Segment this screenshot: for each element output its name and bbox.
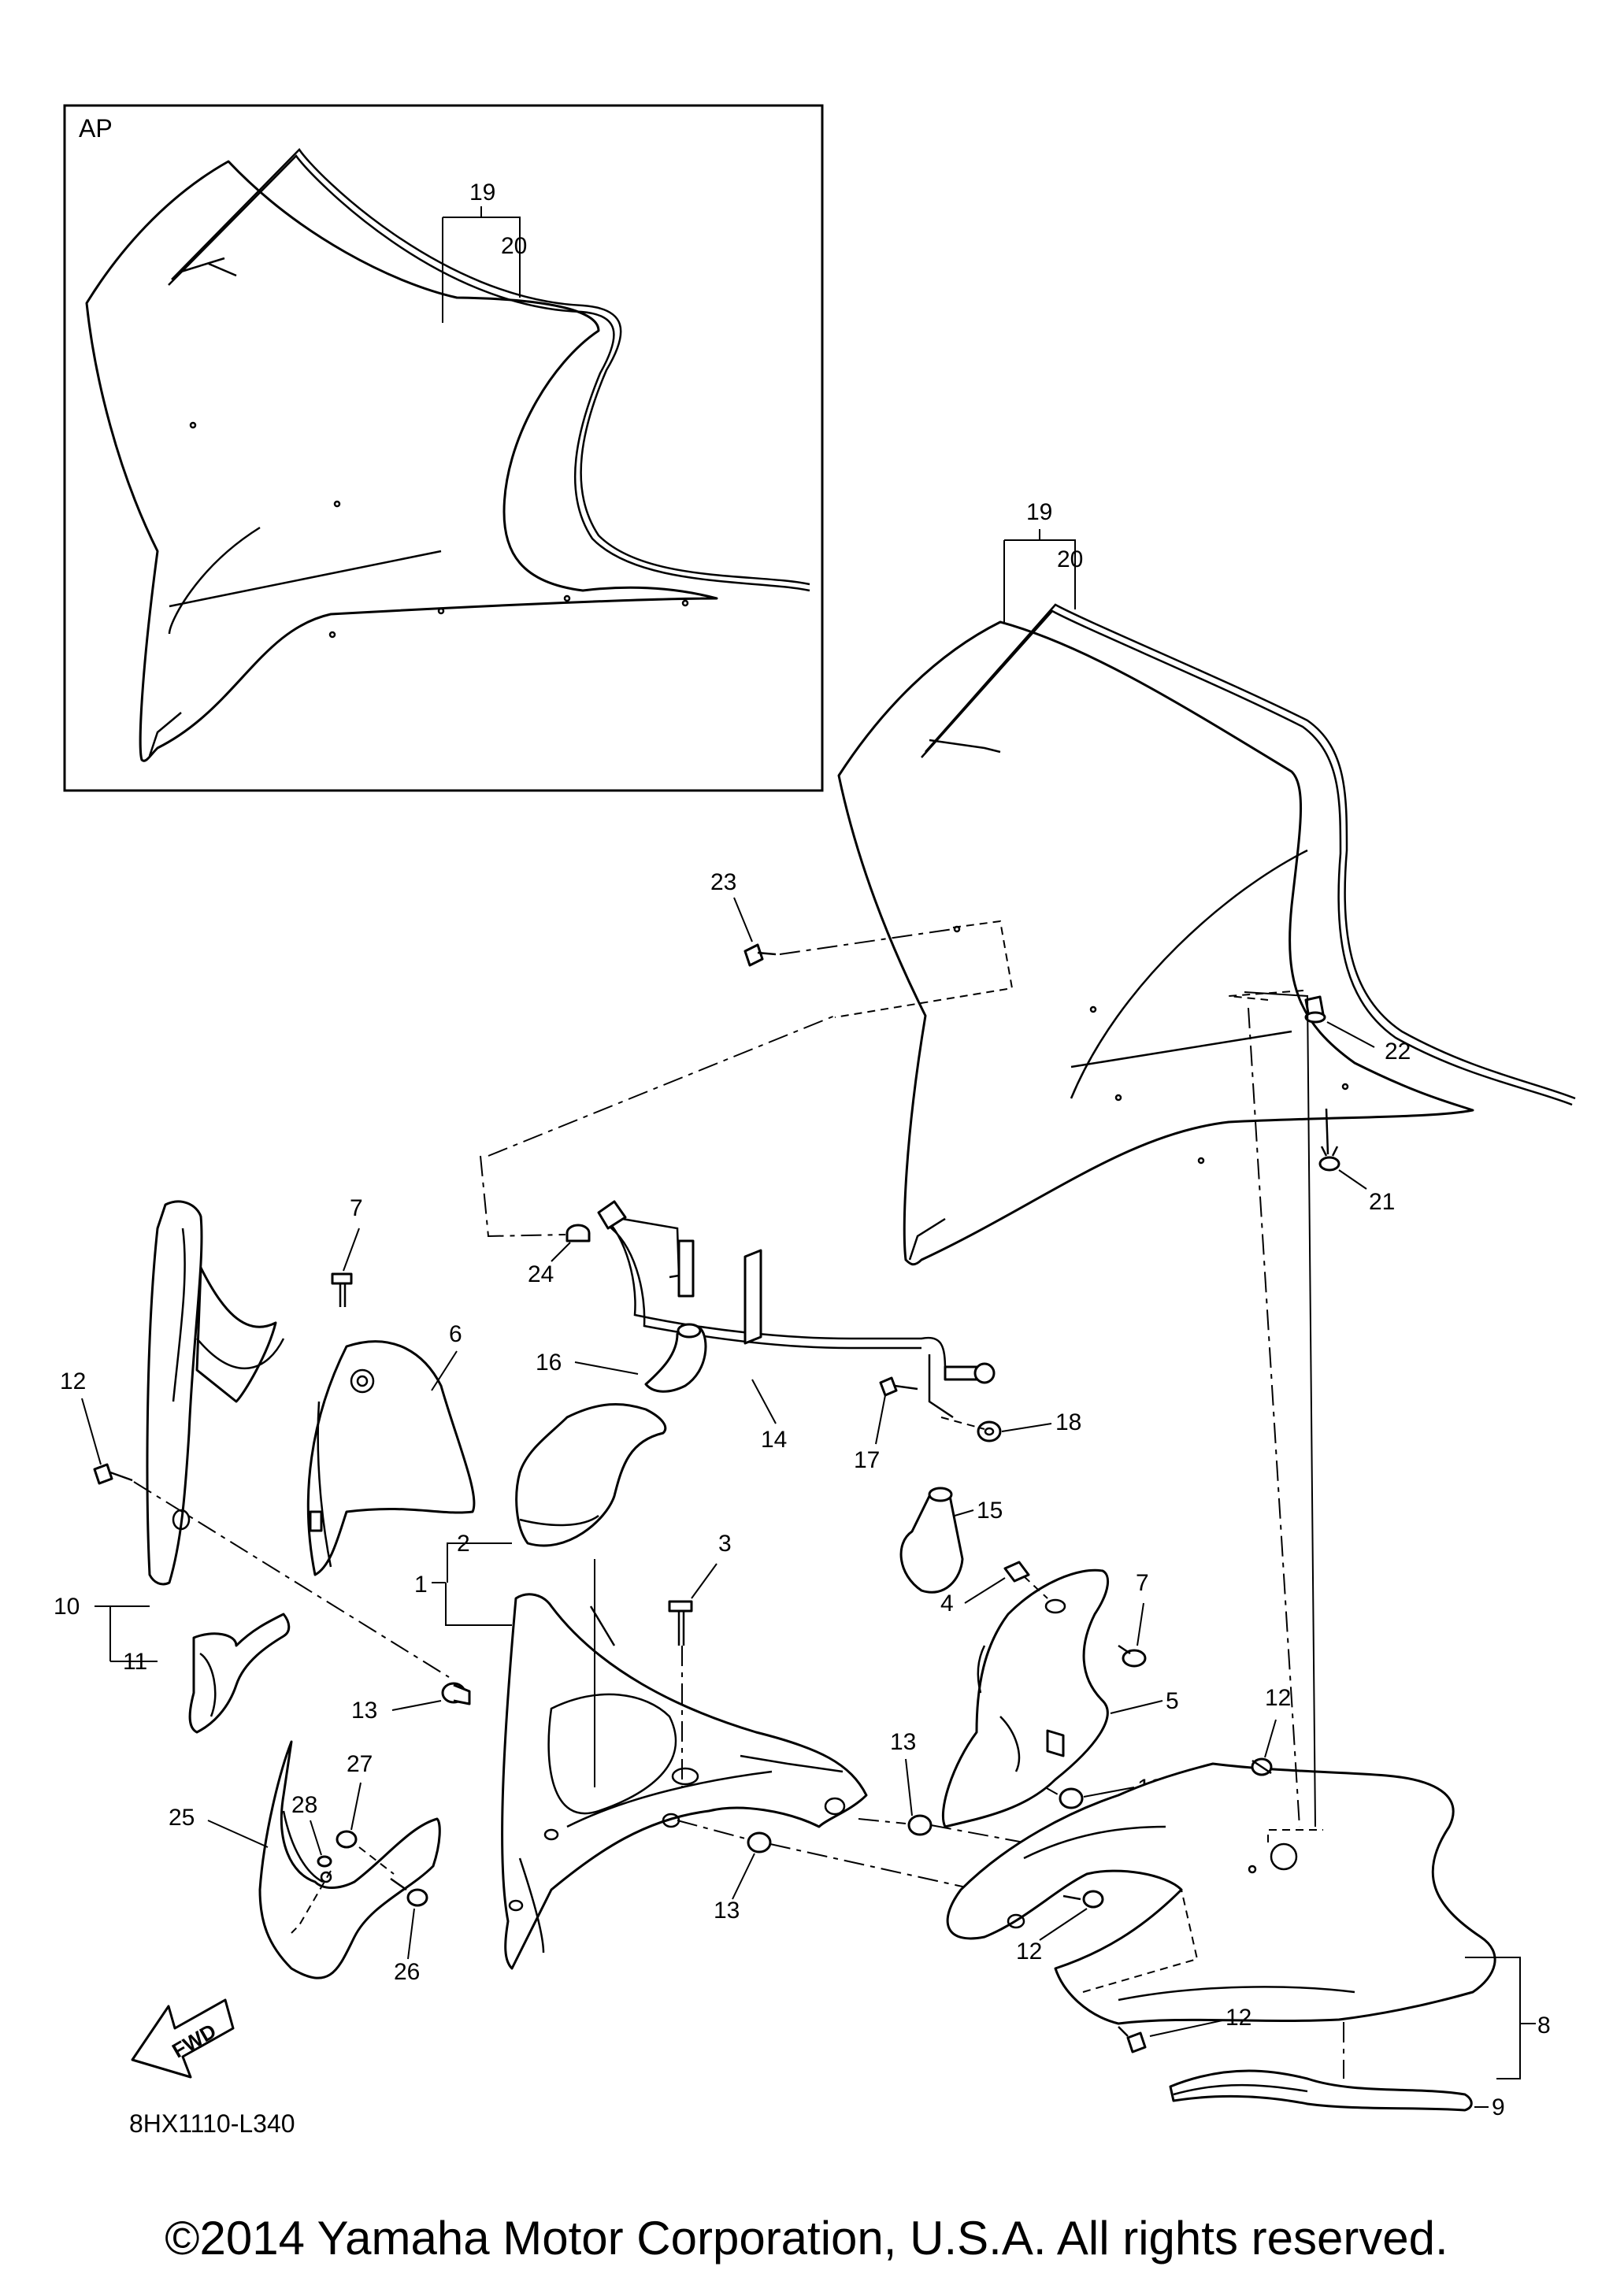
label-6: 6	[449, 1321, 462, 1347]
label-12-left: 12	[60, 1368, 86, 1394]
drawing-code: 8HX1110-L340	[129, 2109, 295, 2138]
label-13d: 13	[714, 1898, 740, 1924]
label-10: 10	[54, 1594, 80, 1620]
seal-9: 9	[1169, 2069, 1505, 2120]
screw-12-left: 12	[60, 1368, 450, 1678]
grommet-13a: 13	[351, 1682, 471, 1724]
screw-23: 23	[710, 869, 1014, 1018]
label-20: 20	[1057, 546, 1083, 572]
damper-15: 15	[899, 1487, 1003, 1594]
inner-panel-10: 10	[54, 1200, 285, 1662]
inset-ap: AP 19 20	[63, 104, 824, 792]
screw-21: 21	[1318, 1108, 1395, 1215]
inner-cover-2: 2	[447, 1403, 667, 1583]
copyright-notice: ©2014 Yamaha Motor Corporation, U.S.A. A…	[165, 2212, 1448, 2265]
screw-12-lower: 12	[1118, 2005, 1251, 2053]
label-12-mid: 12	[1016, 1939, 1042, 1965]
label-22: 22	[1385, 1039, 1411, 1065]
label-13a: 13	[351, 1698, 377, 1724]
label-19: 19	[1026, 499, 1052, 525]
label-24: 24	[528, 1261, 554, 1287]
label-17: 17	[854, 1447, 880, 1473]
label-7-lower: 7	[1136, 1570, 1149, 1596]
fwd-arrow: FWD	[131, 1998, 235, 2079]
label-12-upper-right: 12	[1265, 1685, 1291, 1711]
label-28: 28	[291, 1792, 317, 1818]
label-8: 8	[1537, 2013, 1551, 2039]
inner-cover-5: 5	[941, 1568, 1179, 1828]
label-5: 5	[1166, 1688, 1179, 1714]
windscreen	[837, 620, 1474, 1266]
side-cover-6: 6	[306, 1321, 476, 1576]
label-20-inset: 20	[501, 233, 527, 259]
inset-tag: AP	[79, 114, 113, 143]
screw-26: 26	[358, 1846, 428, 1985]
grommet-13b: 13	[858, 1729, 1025, 1843]
label-3: 3	[718, 1531, 732, 1557]
label-13b: 13	[890, 1729, 916, 1755]
label-27: 27	[347, 1751, 373, 1777]
windscreen-seal	[925, 603, 1576, 1100]
side-cowl-1: 1	[414, 1559, 868, 1970]
screw-7-upper: 7	[331, 1195, 363, 1307]
windscreen-seal-inset	[171, 148, 810, 586]
label-16: 16	[536, 1350, 562, 1376]
collar-24: 24	[480, 1015, 836, 1287]
grommet-28: 28	[291, 1792, 332, 1868]
label-9: 9	[1492, 2094, 1505, 2120]
damper-16: 16	[536, 1323, 707, 1393]
label-25: 25	[169, 1805, 195, 1831]
label-12-lower: 12	[1226, 2005, 1251, 2031]
label-1: 1	[414, 1572, 428, 1598]
windscreen-inset	[85, 160, 718, 762]
screw-3: 3	[668, 1531, 732, 1787]
bolt-17: 17	[854, 1376, 918, 1473]
screw-12-mid: 12	[1016, 1890, 1104, 1965]
under-cowl-8: 8	[946, 991, 1551, 2079]
label-18: 18	[1055, 1409, 1081, 1435]
label-11: 11	[123, 1649, 147, 1675]
label-19-inset: 19	[469, 180, 495, 206]
label-4: 4	[940, 1591, 954, 1616]
label-14: 14	[761, 1427, 787, 1453]
nut-18: 18	[940, 1409, 1081, 1442]
grommet-13d: 13	[677, 1820, 977, 1924]
label-23: 23	[710, 869, 736, 895]
clip-4: 4	[940, 1561, 1048, 1616]
label-26: 26	[394, 1959, 420, 1985]
collar-27: 27	[336, 1751, 373, 1849]
label-21: 21	[1369, 1189, 1395, 1215]
stay-14: 14	[597, 1200, 996, 1453]
screw-7-lower: 7	[1118, 1570, 1149, 1668]
bracket-11: 11	[123, 1613, 291, 1734]
screw-12-upper-right: 12	[1251, 1685, 1291, 1776]
label-15: 15	[977, 1498, 1003, 1524]
windscreen-main: 19 20	[837, 499, 1576, 1266]
label-7-upper: 7	[350, 1195, 363, 1221]
panel-25: 25	[169, 1740, 441, 1979]
screw-22: 22	[1228, 990, 1411, 1065]
